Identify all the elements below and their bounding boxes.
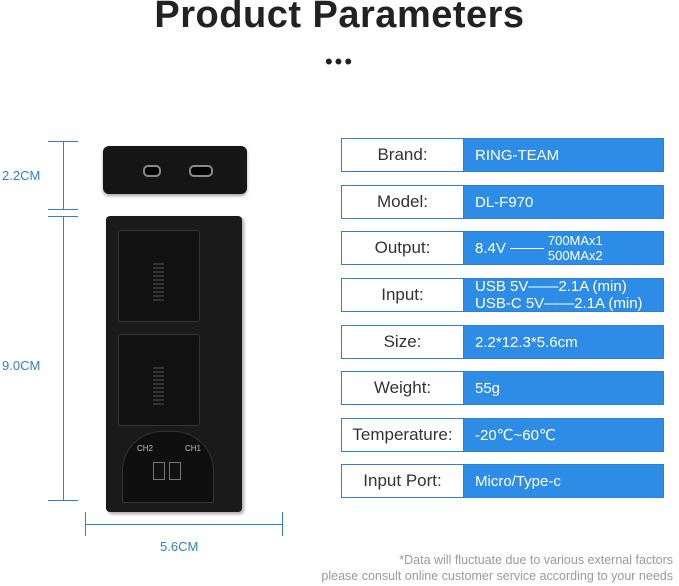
title-dots: ••• bbox=[324, 49, 355, 74]
spec-row-input: Input: USB 5V——2.1A (min) USB-C 5V——2.1A… bbox=[341, 278, 664, 312]
charger-front-view: CH2 CH1 bbox=[106, 216, 242, 512]
spec-value: RING-TEAM bbox=[464, 139, 663, 171]
spec-row-input-port: Input Port: Micro/Type-c bbox=[341, 464, 664, 498]
usb-c-port-icon bbox=[189, 165, 213, 177]
input-line-2: USB-C 5V——2.1A (min) bbox=[475, 295, 643, 312]
output-dash bbox=[509, 247, 544, 249]
disclaimer-line-1: *Data will fluctuate due to various exte… bbox=[399, 553, 673, 567]
battery-slot-2 bbox=[118, 334, 200, 426]
battery-slot-1 bbox=[118, 230, 200, 322]
dim-label-top: 2.2CM bbox=[2, 168, 41, 183]
dim-line-top bbox=[63, 141, 64, 209]
spec-label: Temperature: bbox=[342, 419, 464, 451]
spec-label: Output: bbox=[342, 232, 464, 264]
spec-label: Size: bbox=[342, 326, 464, 358]
dim-line-body bbox=[63, 216, 64, 500]
spec-value: USB 5V——2.1A (min) USB-C 5V——2.1A (min) bbox=[464, 278, 663, 312]
output-line-1: 700MAx1 bbox=[547, 233, 603, 248]
dim-tick bbox=[85, 512, 86, 536]
spec-label: Input: bbox=[342, 279, 464, 311]
spec-value: 2.2*12.3*5.6cm bbox=[464, 326, 663, 358]
charger-side-view bbox=[103, 146, 247, 194]
spec-row-output: Output: 8.4V 700MAx1 500MAx2 bbox=[341, 231, 664, 265]
spec-row-brand: Brand: RING-TEAM bbox=[341, 138, 664, 172]
spec-value: 55g bbox=[464, 372, 663, 404]
spec-label: Input Port: bbox=[342, 465, 464, 497]
spec-label: Brand: bbox=[342, 139, 464, 171]
output-voltage: 8.4V bbox=[475, 239, 506, 257]
dim-tick bbox=[48, 216, 78, 217]
input-line-1: USB 5V——2.1A (min) bbox=[475, 278, 627, 295]
led-indicator-icon bbox=[169, 462, 181, 480]
spec-value: -20℃~60℃ bbox=[464, 419, 663, 451]
dim-tick bbox=[48, 209, 78, 210]
spec-row-weight: Weight: 55g bbox=[341, 371, 664, 405]
indicator-panel: CH2 CH1 bbox=[122, 431, 214, 503]
disclaimer-line-2: please consult online customer service a… bbox=[321, 569, 673, 583]
led-indicator-icon bbox=[153, 462, 165, 480]
output-line-2: 500MAx2 bbox=[547, 248, 603, 263]
spec-label: Model: bbox=[342, 186, 464, 218]
spec-row-model: Model: DL-F970 bbox=[341, 185, 664, 219]
dim-label-width: 5.6CM bbox=[160, 539, 199, 554]
dim-tick bbox=[48, 141, 78, 142]
spec-row-size: Size: 2.2*12.3*5.6cm bbox=[341, 325, 664, 359]
dim-label-body: 9.0CM bbox=[2, 358, 41, 373]
ch1-label: CH1 bbox=[185, 444, 202, 453]
dim-tick bbox=[48, 500, 78, 501]
ch2-label: CH2 bbox=[137, 444, 154, 453]
spec-value: DL-F970 bbox=[464, 186, 663, 218]
spec-value: Micro/Type-c bbox=[464, 465, 663, 497]
spec-value: 8.4V 700MAx1 500MAx2 bbox=[464, 232, 663, 264]
micro-usb-port-icon bbox=[143, 165, 161, 177]
spec-row-temperature: Temperature: -20℃~60℃ bbox=[341, 418, 664, 452]
dim-tick bbox=[282, 512, 283, 536]
dim-line-width bbox=[85, 524, 282, 525]
page-title: Product Parameters bbox=[154, 0, 525, 36]
spec-label: Weight: bbox=[342, 372, 464, 404]
